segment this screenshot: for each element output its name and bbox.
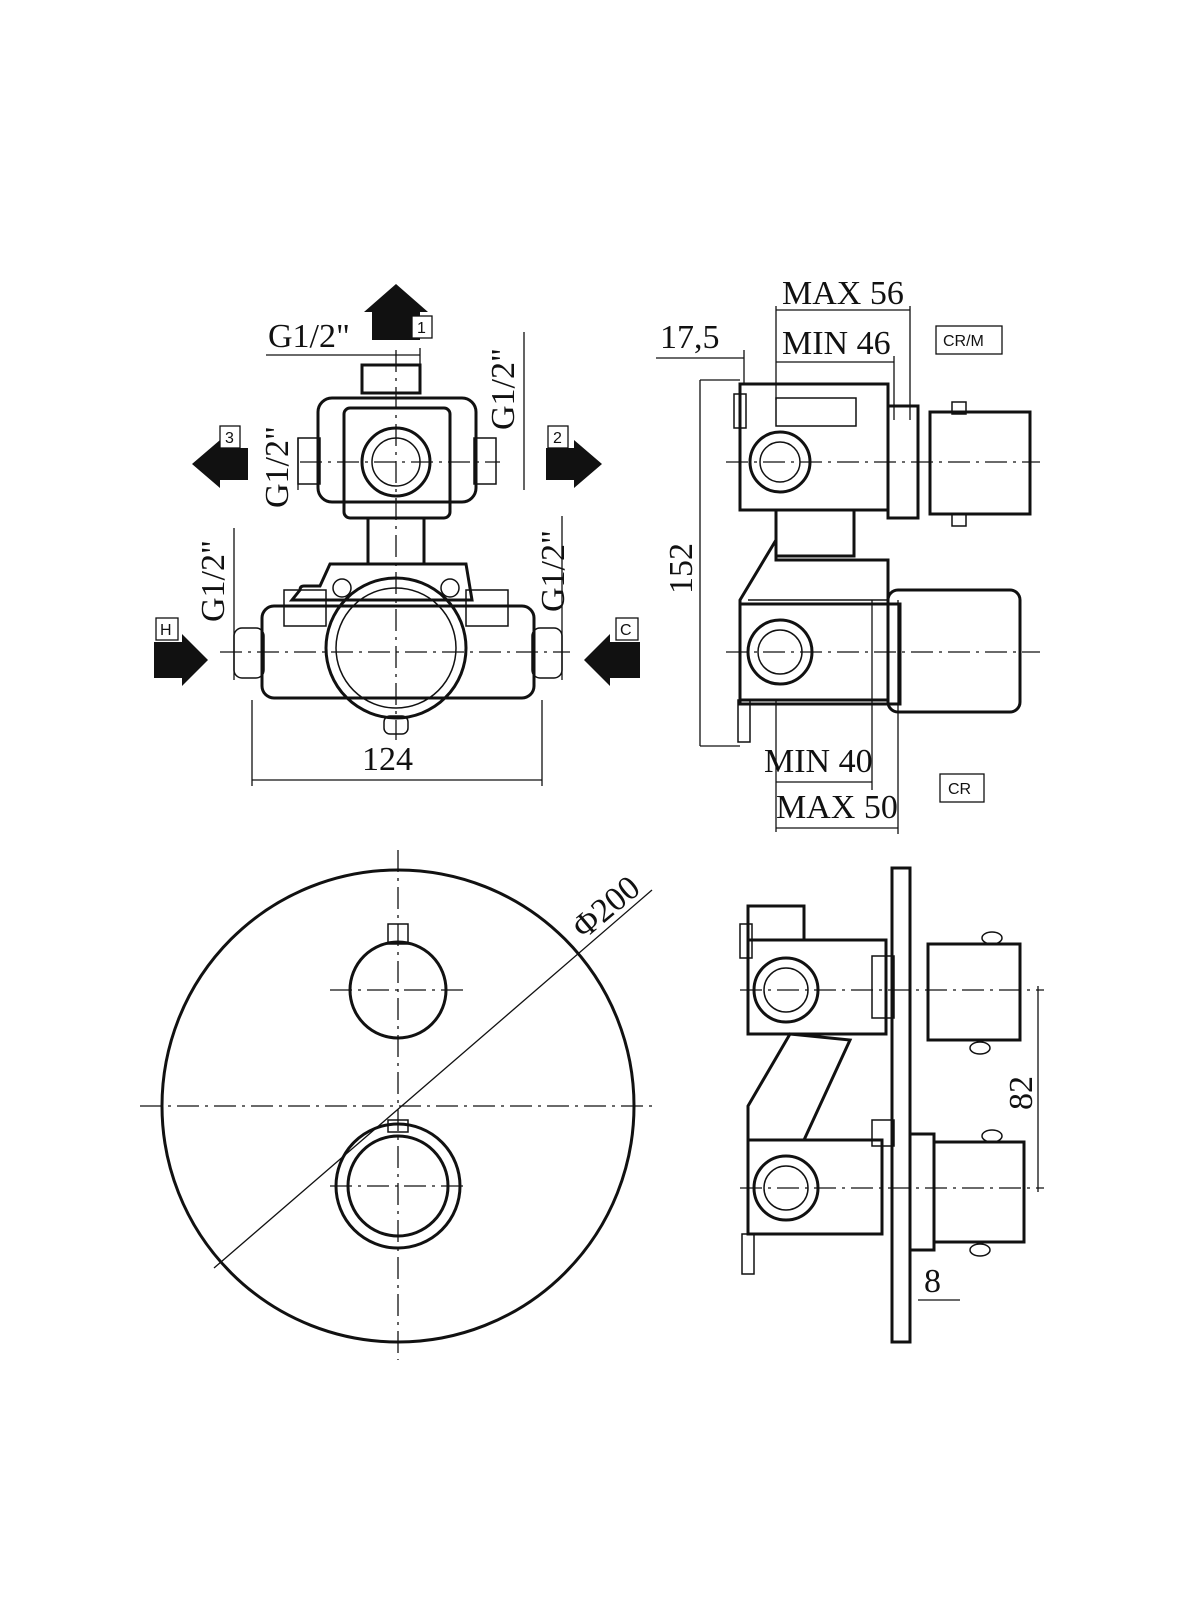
side-view-body bbox=[726, 382, 1040, 743]
outlet-1-tag: 1 bbox=[411, 315, 433, 339]
max-56-dimension: MAX 56 bbox=[782, 275, 904, 312]
outlet-2-tag: 2 bbox=[547, 425, 569, 449]
svg-text:1: 1 bbox=[417, 320, 426, 337]
finish-tag-crm: CR/M bbox=[935, 325, 1003, 355]
thread-label-left-lower: G1/2" bbox=[195, 540, 232, 622]
thread-label-right-upper: G1/2" bbox=[485, 348, 522, 430]
diameter-dimension: Φ200 bbox=[565, 869, 647, 946]
hot-inlet-tag: H bbox=[155, 617, 179, 641]
svg-text:H: H bbox=[160, 622, 172, 639]
max-50-dimension: MAX 50 bbox=[776, 789, 898, 826]
thread-label-top: G1/2" bbox=[268, 318, 350, 355]
offset-dimension: 17,5 bbox=[660, 319, 720, 356]
svg-text:2: 2 bbox=[553, 430, 562, 447]
front-view-body bbox=[220, 350, 570, 740]
finish-tag-cr: CR bbox=[939, 773, 985, 803]
min-46-dimension: MIN 46 bbox=[782, 325, 891, 362]
outlet-3-tag: 3 bbox=[219, 425, 241, 449]
cold-inlet-arrow-icon bbox=[584, 634, 640, 686]
min-40-dimension: MIN 40 bbox=[764, 743, 873, 780]
hot-inlet-arrow-icon bbox=[154, 634, 208, 686]
svg-text:CR: CR bbox=[948, 781, 971, 798]
side-view-dimensions bbox=[656, 306, 911, 834]
face-plate-front bbox=[140, 850, 656, 1360]
svg-text:CR/M: CR/M bbox=[943, 333, 984, 350]
outlet-3-arrow-icon bbox=[192, 440, 248, 488]
spacing-dimension: 82 bbox=[1003, 1076, 1040, 1110]
thread-label-left-upper: G1/2" bbox=[259, 426, 296, 508]
cold-inlet-tag: C bbox=[615, 617, 639, 641]
width-dimension: 124 bbox=[362, 741, 413, 778]
thread-label-right-lower: G1/2" bbox=[535, 530, 572, 612]
svg-text:3: 3 bbox=[225, 430, 234, 447]
height-dimension: 152 bbox=[663, 543, 700, 594]
svg-text:C: C bbox=[620, 622, 632, 639]
front-view-dimensions bbox=[233, 332, 563, 786]
plate-thickness-dimension: 8 bbox=[924, 1263, 941, 1300]
installed-side-view bbox=[739, 866, 1044, 1344]
installed-view-dimensions bbox=[918, 986, 1039, 1301]
outlet-2-arrow-icon bbox=[546, 440, 602, 488]
